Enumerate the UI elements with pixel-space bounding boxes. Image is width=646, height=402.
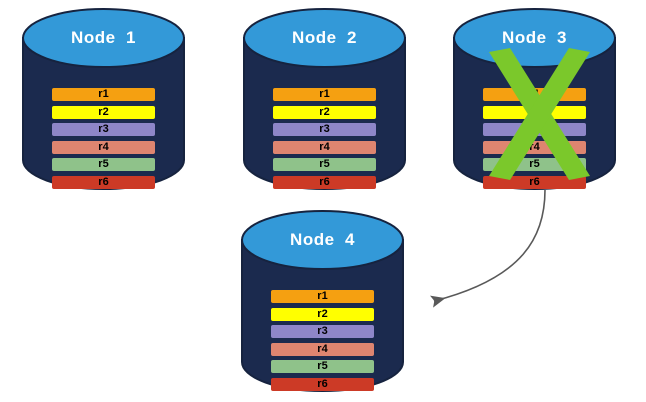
data-row[interactable]: r5	[273, 158, 376, 171]
data-row[interactable]: r3	[273, 123, 376, 136]
cylinder-top-ellipse	[453, 8, 616, 68]
data-row[interactable]: r4	[273, 141, 376, 154]
data-row[interactable]: r5	[483, 158, 586, 171]
data-row[interactable]: r4	[483, 141, 586, 154]
data-row[interactable]: r1	[52, 88, 155, 101]
data-row[interactable]: r1	[271, 290, 374, 303]
cylinder-top-ellipse	[22, 8, 185, 68]
data-row[interactable]: r4	[52, 141, 155, 154]
cylinder-top-ellipse	[243, 8, 406, 68]
data-row[interactable]: r2	[271, 308, 374, 321]
data-row[interactable]: r3	[52, 123, 155, 136]
replication-arrow	[429, 189, 546, 308]
data-row[interactable]: r3	[271, 325, 374, 338]
data-row[interactable]: r2	[273, 106, 376, 119]
data-row[interactable]: r2	[52, 106, 155, 119]
data-row[interactable]: r6	[52, 176, 155, 189]
data-row[interactable]: r5	[271, 360, 374, 373]
data-row[interactable]: r4	[271, 343, 374, 356]
data-row[interactable]: r6	[483, 176, 586, 189]
data-row[interactable]: r1	[273, 88, 376, 101]
data-row[interactable]: r3	[483, 123, 586, 136]
data-row[interactable]: r2	[483, 106, 586, 119]
data-row[interactable]: r6	[273, 176, 376, 189]
data-row[interactable]: r1	[483, 88, 586, 101]
data-row[interactable]: r6	[271, 378, 374, 391]
data-row[interactable]: r5	[52, 158, 155, 171]
cylinder-top-ellipse	[241, 210, 404, 270]
